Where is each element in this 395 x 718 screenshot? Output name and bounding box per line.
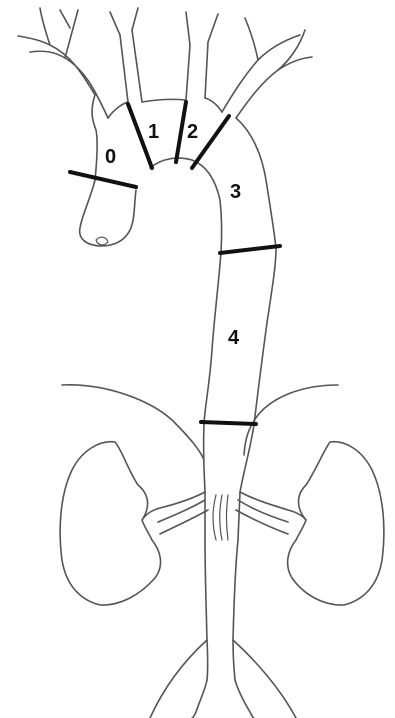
boundary-zone-4-end — [201, 422, 256, 424]
boundary-zone-0 — [70, 172, 136, 187]
supra-aortic-branches — [18, 8, 312, 118]
renal-branches — [142, 492, 306, 540]
aortic-arch — [80, 95, 276, 252]
right-kidney — [288, 442, 384, 605]
zone-label-4: 4 — [228, 327, 240, 349]
zone-labels: 0 1 2 3 4 — [105, 121, 241, 349]
zone-label-3: 3 — [230, 181, 241, 203]
zone-label-1: 1 — [148, 121, 159, 143]
boundary-zone-3-4 — [220, 246, 280, 253]
zone-boundaries — [70, 102, 280, 424]
zone-label-0: 0 — [105, 146, 116, 168]
boundary-zone-1-2 — [176, 102, 186, 162]
abdominal-aorta — [204, 422, 254, 680]
zone-label-2: 2 — [187, 121, 198, 143]
iliac-bifurcation — [150, 640, 296, 718]
left-kidney — [60, 442, 160, 605]
descending-aorta — [204, 248, 276, 425]
